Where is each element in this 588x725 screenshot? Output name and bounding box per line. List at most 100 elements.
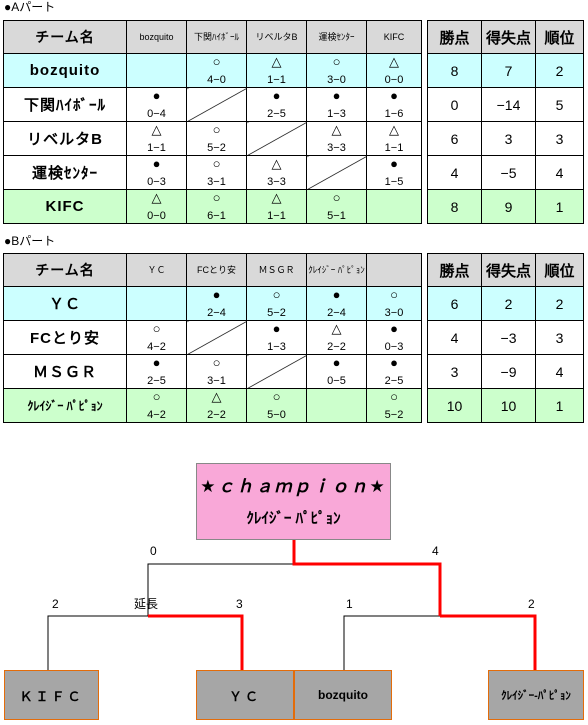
header-team: チーム名 xyxy=(3,253,127,287)
match-score: 5−1 xyxy=(327,210,346,222)
team-rank: 4 xyxy=(535,354,584,389)
header-opponent: リベルタB xyxy=(246,20,307,54)
final-left-score: 0 xyxy=(150,544,157,558)
self-match-cell xyxy=(306,155,367,190)
bracket-line-semi1-left xyxy=(47,615,148,670)
match-symbol: ○ xyxy=(212,355,221,370)
match-result-cell: ● 0−5 xyxy=(306,354,367,389)
match-symbol: △ xyxy=(331,321,342,336)
bracket-team-label: ＫＩＦＣ xyxy=(19,688,84,704)
match-result-cell: ●1−3 xyxy=(306,87,367,122)
match-cell-inner: ●2−4 xyxy=(308,288,366,320)
match-symbol: ○ xyxy=(212,190,221,205)
match-score: 1−1 xyxy=(384,142,404,154)
self-match-cell xyxy=(246,121,307,156)
team-points: 10 xyxy=(427,388,482,423)
match-cell-inner: ○4−2 xyxy=(128,390,186,422)
match-symbol: ● xyxy=(390,88,398,103)
match-score: 3−1 xyxy=(207,176,226,188)
match-cell-inner: ○5−0 xyxy=(248,389,306,422)
match-symbol: ● xyxy=(152,355,161,370)
header-stat: 勝点 xyxy=(427,253,482,287)
match-symbol: ● xyxy=(152,156,161,171)
self-match-cell xyxy=(126,53,187,88)
match-symbol: △ xyxy=(331,122,342,137)
match-score: 5−2 xyxy=(384,409,404,421)
match-result-cell: △2−2 xyxy=(186,388,247,423)
team-diff: −9 xyxy=(481,354,536,389)
team-name: ＭＳＧＲ xyxy=(3,354,127,389)
match-cell-inner: ●1−3 xyxy=(308,89,366,121)
match-score: 0−3 xyxy=(147,176,166,188)
team-rank: 4 xyxy=(535,155,584,190)
bracket-line-final-winner xyxy=(292,540,442,616)
bracket-line-semi2-left xyxy=(343,615,440,670)
self-match-cell xyxy=(246,354,307,389)
semi2-left-score: 1 xyxy=(346,597,353,611)
match-cell-inner: △ 1−1 xyxy=(368,122,421,155)
match-symbol: ○ xyxy=(212,122,221,137)
team-points: 6 xyxy=(427,286,482,321)
match-result-cell: ○3−0 xyxy=(306,53,367,88)
match-cell-inner: ●1−5 xyxy=(368,156,421,189)
match-score: 2−4 xyxy=(327,307,346,319)
match-result-cell: ●2−5 xyxy=(246,87,307,122)
header-opponent: ＹＣ xyxy=(126,253,187,287)
match-cell-inner: ○ 5−1 xyxy=(308,190,366,223)
bracket-line-semi1-winner xyxy=(148,614,244,670)
bracket-team-yc: ＹＣ xyxy=(196,670,294,720)
match-symbol: ● xyxy=(212,287,221,302)
team-rank: 5 xyxy=(535,87,584,122)
team-name: 運検ｾﾝﾀｰ xyxy=(3,155,127,190)
match-symbol: △ xyxy=(151,122,162,137)
semi1-right-score: 3 xyxy=(236,597,243,611)
match-score: 2−5 xyxy=(384,375,404,387)
team-name: KIFC xyxy=(3,189,127,224)
match-cell-inner: △1−1 xyxy=(248,55,306,87)
team-points: 4 xyxy=(427,155,482,190)
team-points: 4 xyxy=(427,320,482,355)
header-opponent: 下関ﾊｲﾎﾞｰﾙ xyxy=(186,20,247,54)
match-result-cell: ○4−2 xyxy=(126,388,187,423)
match-cell-inner: △ 1−1 xyxy=(128,122,186,155)
header-stat: 勝点 xyxy=(427,20,482,54)
match-result-cell: ●2−5 xyxy=(366,354,422,389)
match-cell-inner: ● 0−5 xyxy=(308,355,366,388)
row-gap xyxy=(421,53,428,88)
match-symbol: ○ xyxy=(272,287,281,302)
match-score: 0−5 xyxy=(327,375,346,387)
match-symbol: ○ xyxy=(272,389,281,404)
team-points: 6 xyxy=(427,121,482,156)
self-match-cell xyxy=(186,320,247,355)
row-gap xyxy=(421,155,428,190)
self-match-cell xyxy=(306,388,367,423)
match-symbol: △ xyxy=(389,122,399,137)
bracket-line-semi2-winner xyxy=(440,614,537,670)
match-cell-inner: ●0−4 xyxy=(128,89,186,121)
bracket-team-bozquito: bozquito xyxy=(294,670,392,720)
champion-title: ★ｃｈａｍｐｉｏｎ★ xyxy=(200,477,387,496)
match-symbol: ○ xyxy=(332,190,341,205)
match-score: 1−1 xyxy=(147,142,166,154)
match-symbol: ● xyxy=(390,156,398,171)
match-result-cell: ●1−3 xyxy=(246,320,307,355)
match-result-cell: △0−0 xyxy=(126,189,187,224)
match-cell-inner: ●1−3 xyxy=(248,322,306,354)
match-cell-inner: △3−3 xyxy=(308,122,366,155)
section-a-caption: ●Aパート xyxy=(4,0,56,14)
match-result-cell: ●1−6 xyxy=(366,87,422,122)
match-score: 6−1 xyxy=(207,210,226,222)
team-diff: 10 xyxy=(481,388,536,423)
team-diff: −14 xyxy=(481,87,536,122)
row-gap xyxy=(421,87,428,122)
match-cell-inner: ●2−5 xyxy=(368,356,421,388)
match-cell-inner: ○4−0 xyxy=(188,55,246,87)
match-symbol: ● xyxy=(332,355,341,370)
bracket-team-kifc: ＫＩＦＣ xyxy=(4,670,99,720)
header-stat: 得失点 xyxy=(481,253,536,287)
match-result-cell: ○3−0 xyxy=(366,286,422,321)
